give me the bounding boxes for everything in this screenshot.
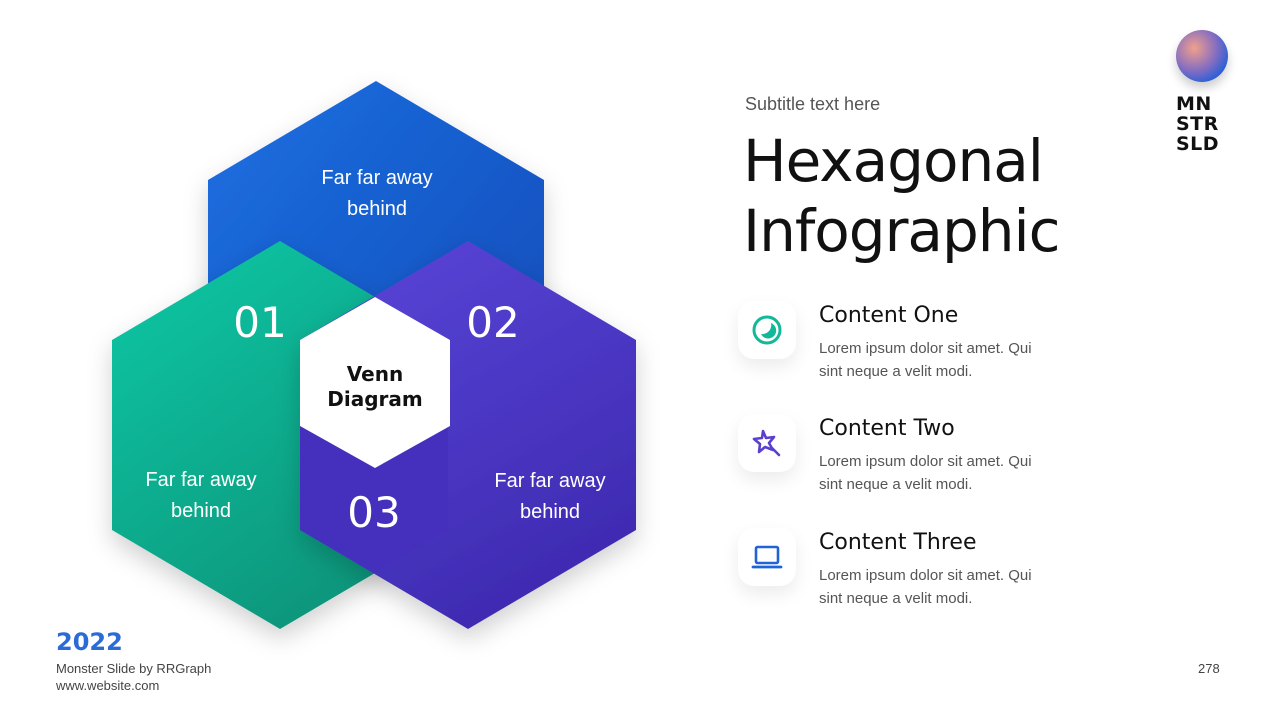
footer-credit: Monster Slide by RRGraph [56,661,212,676]
footer-year: 2022 [56,628,123,656]
content-item-text: Lorem ipsum dolor sit amet. Qui sint neq… [819,564,1069,610]
magic-star-icon [738,414,796,472]
content-item-one: Content One Lorem ipsum dolor sit amet. … [738,301,1138,391]
hexagon-right-number: 02 [466,298,519,347]
content-item-title: Content One [819,303,959,328]
content-item-three: Content Three Lorem ipsum dolor sit amet… [738,528,1138,618]
content-item-text: Lorem ipsum dolor sit amet. Qui sint neq… [819,450,1069,496]
content-item-text-line2: sint neque a velit modi. [819,476,973,493]
center-hexagon [300,297,450,468]
content-item-text: Lorem ipsum dolor sit amet. Qui sint neq… [819,337,1069,383]
footer-website: www.website.com [56,678,160,693]
center-label-line1: Venn [347,362,403,386]
slide-title-line2: Infographic [743,197,1061,265]
laptop-icon [738,528,796,586]
logo-text-line1: MN [1176,93,1212,115]
brand-logo: MN STR SLD [1176,30,1230,154]
logo-text: MN STR SLD [1176,94,1230,154]
logo-text-line3: SLD [1176,133,1220,155]
moon-circle-icon [738,301,796,359]
overlap-number: 03 [347,488,400,537]
hexagon-right-text-line1: Far far away [494,470,605,492]
content-item-text-line1: Lorem ipsum dolor sit amet. Qui [819,567,1032,584]
content-item-title: Content Two [819,416,955,441]
hexagon-right-text-line2: behind [520,501,580,523]
content-item-two: Content Two Lorem ipsum dolor sit amet. … [738,414,1138,504]
logo-sphere-icon [1176,30,1228,82]
slide-subtitle: Subtitle text here [745,94,881,114]
logo-text-line2: STR [1176,113,1219,135]
hexagon-left-text-line2: behind [171,500,231,522]
hexagon-venn-diagram: Far far away behind 01 Far far away behi… [112,81,636,629]
content-item-text-line1: Lorem ipsum dolor sit amet. Qui [819,340,1032,357]
hexagon-left-number: 01 [233,298,286,347]
content-item-text-line1: Lorem ipsum dolor sit amet. Qui [819,453,1032,470]
slide-title: Hexagonal Infographic [743,126,1163,266]
hexagon-top-text-line1: Far far away [321,167,432,189]
content-item-title: Content Three [819,530,977,555]
content-item-text-line2: sint neque a velit modi. [819,590,973,607]
hexagon-top-text-line2: behind [347,198,407,220]
content-item-text-line2: sint neque a velit modi. [819,363,973,380]
slide-title-line1: Hexagonal [743,127,1044,195]
center-label-line2: Diagram [327,387,422,411]
page-number: 278 [1198,661,1220,676]
hexagon-left-text-line1: Far far away [145,469,256,491]
